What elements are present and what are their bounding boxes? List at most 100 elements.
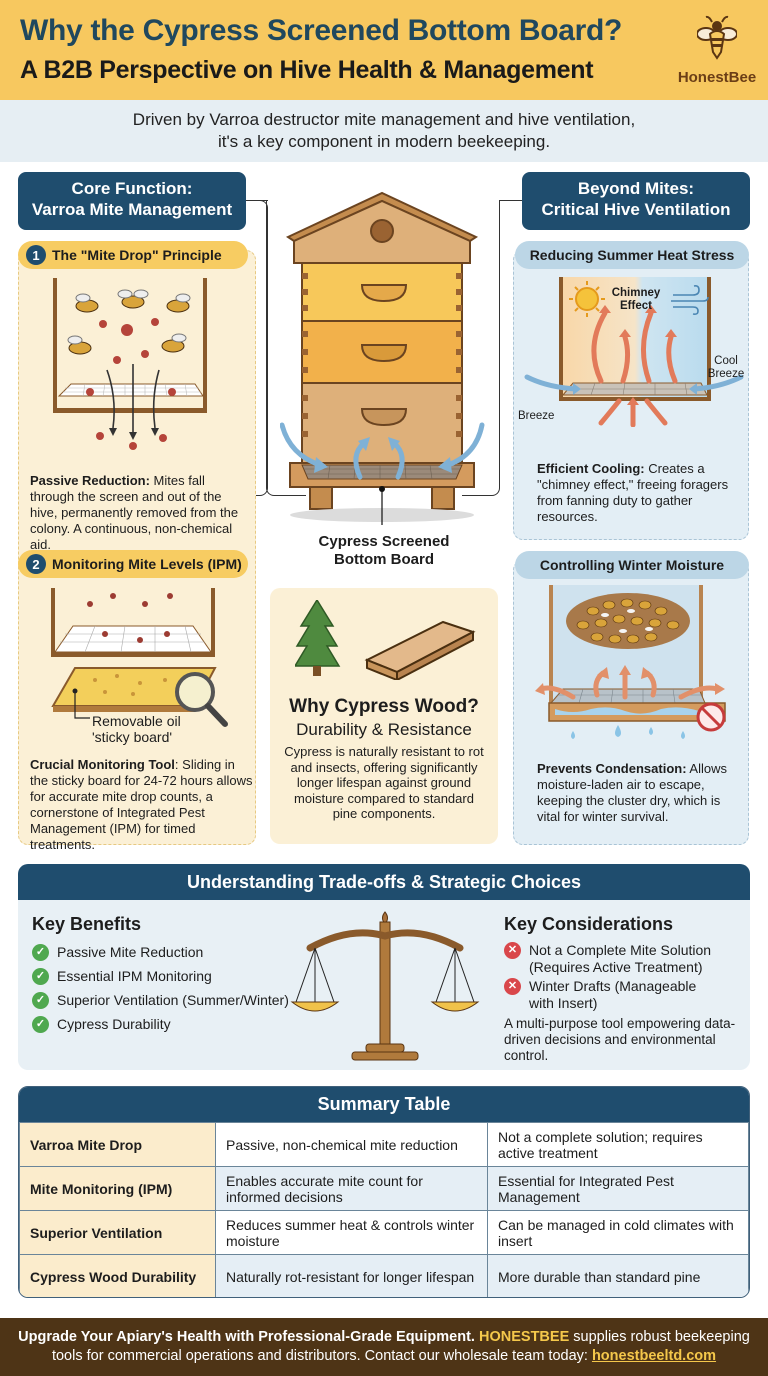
label-line: Bottom Board — [334, 551, 434, 568]
cypress-wood-subtitle: Durability & Resistance — [296, 720, 472, 739]
passive-reduction-text: Passive Reduction: Mites fall through th… — [30, 473, 252, 553]
label-line: Breeze — [707, 368, 745, 380]
mite-drop-panel — [18, 250, 256, 845]
line: Not a Complete Mite Solution — [529, 942, 712, 958]
sticky-board-illustration — [51, 588, 228, 727]
benefit-label: Essential IPM Monitoring — [57, 968, 212, 984]
mite-drop-illustration — [53, 278, 207, 450]
label-line: Chimney — [611, 287, 661, 299]
magnifier-icon — [175, 672, 215, 712]
website-link[interactable]: honestbeeltd.com — [591, 1348, 717, 1364]
tree-icon — [295, 600, 341, 676]
step-number-badge: 2 — [26, 554, 46, 574]
logo-text: HonestBee — [677, 69, 757, 86]
page-title: Why the Cypress Screened Bottom Board? — [20, 14, 623, 47]
table-row: Varroa Mite Drop Passive, non-chemical m… — [19, 1122, 749, 1167]
label-line: Cypress Screened — [318, 533, 450, 550]
chimney-effect-label: Chimney Effect — [596, 287, 676, 313]
header-banner: Why the Cypress Screened Bottom Board? A… — [0, 0, 768, 100]
intro-line-1: Driven by Varroa destructor mite managem… — [132, 110, 636, 129]
summary-table: Summary Table Varroa Mite Drop Passive, … — [18, 1086, 750, 1298]
monitoring-step-pill: 2 Monitoring Mite Levels (IPM) — [18, 550, 248, 578]
winter-cluster-illustration — [535, 585, 726, 739]
beehive-illustration — [280, 191, 485, 525]
footer-text: supplies robust beekeeping — [569, 1329, 750, 1345]
heading-line: Beyond Mites: — [577, 179, 695, 198]
efficient-cooling-text: Efficient Cooling: Creates a "chimney ef… — [537, 461, 737, 525]
row-header: Mite Monitoring (IPM) — [19, 1166, 216, 1211]
honestbee-logo[interactable]: HonestBee — [672, 14, 762, 86]
benefit-label: Cypress Durability — [57, 1016, 171, 1032]
cool-breeze-label: Cool Breeze — [704, 355, 748, 381]
consideration-item: ✕ Not a Complete Mite Solution(Requires A… — [504, 942, 711, 976]
label-line: Effect — [620, 300, 652, 312]
wood-plank-icon — [364, 620, 476, 680]
body-text: Allows moisture-laden air to escape, kee… — [537, 761, 727, 824]
connector-line-left-hive — [266, 200, 306, 496]
x-icon: ✕ — [504, 942, 521, 959]
bee-icon — [696, 15, 738, 60]
core-function-heading: Core Function: Varroa Mite Management — [18, 172, 246, 230]
consideration-label: Not a Complete Mite Solution(Requires Ac… — [529, 942, 711, 976]
line: Winter Drafts (Manageable — [529, 978, 697, 994]
callout-line: Removable oil — [92, 713, 181, 729]
prevents-condensation-text: Prevents Condensation: Allows moisture-l… — [537, 761, 737, 825]
cypress-wood-text: Cypress is naturally resistant to rot an… — [284, 744, 484, 821]
connector-line-right-top — [500, 200, 522, 201]
check-icon: ✓ — [32, 992, 49, 1009]
tradeoffs-note: A multi-purpose tool empowering data-dri… — [504, 1016, 736, 1063]
benefit-item: ✓ Cypress Durability — [32, 1016, 171, 1033]
key-benefits-title: Key Benefits — [32, 914, 142, 934]
table-cell: Reduces summer heat & controls winter mo… — [215, 1210, 488, 1255]
chimney-effect-illustration — [524, 277, 744, 427]
wind-icon — [671, 285, 709, 315]
step-number-badge: 1 — [26, 245, 46, 265]
x-icon: ✕ — [504, 978, 521, 995]
bold-lead: Crucial Monitoring Tool — [30, 757, 175, 772]
table-cell: Essential for Integrated Pest Management — [487, 1166, 749, 1211]
table-row: Cypress Wood Durability Naturally rot-re… — [19, 1254, 749, 1297]
body-text: Creates a "chimney effect," freeing fora… — [537, 461, 729, 524]
footer-line-1: Upgrade Your Apiary's Health with Profes… — [0, 1328, 768, 1347]
check-icon: ✓ — [32, 944, 49, 961]
line: with Insert) — [529, 995, 598, 1011]
footer-line-2: tools for commercial operations and dist… — [0, 1347, 768, 1366]
bold-lead: Prevents Condensation: — [537, 761, 687, 776]
step-title: Monitoring Mite Levels (IPM) — [52, 556, 242, 572]
water-drop-icons — [571, 725, 685, 739]
body-text: Mites fall through the screen and out of… — [30, 473, 239, 552]
no-symbol-icon — [696, 702, 726, 732]
cypress-wood-title: Why Cypress Wood? — [289, 696, 479, 717]
benefit-item: ✓ Essential IPM Monitoring — [32, 968, 212, 985]
label-line: Cool — [714, 355, 738, 367]
heading-line: Core Function: — [71, 179, 193, 198]
heat-arrows — [591, 310, 678, 427]
benefit-label: Passive Mite Reduction — [57, 944, 204, 960]
benefit-item: ✓ Passive Mite Reduction — [32, 944, 203, 961]
summary-grid: Varroa Mite Drop Passive, non-chemical m… — [19, 1122, 749, 1297]
summer-heat-pill: Reducing Summer Heat Stress — [515, 241, 749, 269]
table-cell: Can be managed in cold climates with ins… — [487, 1210, 749, 1255]
intro-line-2: it's a key component in modern beekeepin… — [217, 132, 551, 151]
row-header: Cypress Wood Durability — [19, 1254, 216, 1297]
breeze-label: Breeze — [518, 410, 555, 422]
key-considerations-title: Key Considerations — [504, 914, 674, 934]
connector-line-right-hive — [462, 200, 500, 496]
benefit-item: ✓ Superior Ventilation (Summer/Winter) — [32, 992, 289, 1009]
check-icon: ✓ — [32, 968, 49, 985]
callout-line: 'sticky board' — [92, 729, 173, 745]
summary-table-title: Summary Table — [19, 1087, 749, 1122]
row-header: Varroa Mite Drop — [19, 1122, 216, 1167]
benefit-label: Superior Ventilation (Summer/Winter) — [57, 992, 289, 1008]
monitoring-tool-text: Crucial Monitoring Tool: Sliding in the … — [30, 757, 254, 853]
mite-dots — [86, 318, 176, 450]
table-cell: Enables accurate mite count for informed… — [215, 1166, 488, 1211]
page-subtitle: A B2B Perspective on Hive Health & Manag… — [20, 56, 594, 84]
footer-brand: HONESTBEE — [479, 1329, 570, 1345]
bold-lead: Passive Reduction: — [30, 473, 150, 488]
check-icon: ✓ — [32, 1016, 49, 1033]
step-title: The "Mite Drop" Principle — [52, 247, 222, 263]
footer-text: tools for commercial operations and dist… — [51, 1348, 592, 1364]
table-cell: More durable than standard pine — [487, 1254, 749, 1297]
